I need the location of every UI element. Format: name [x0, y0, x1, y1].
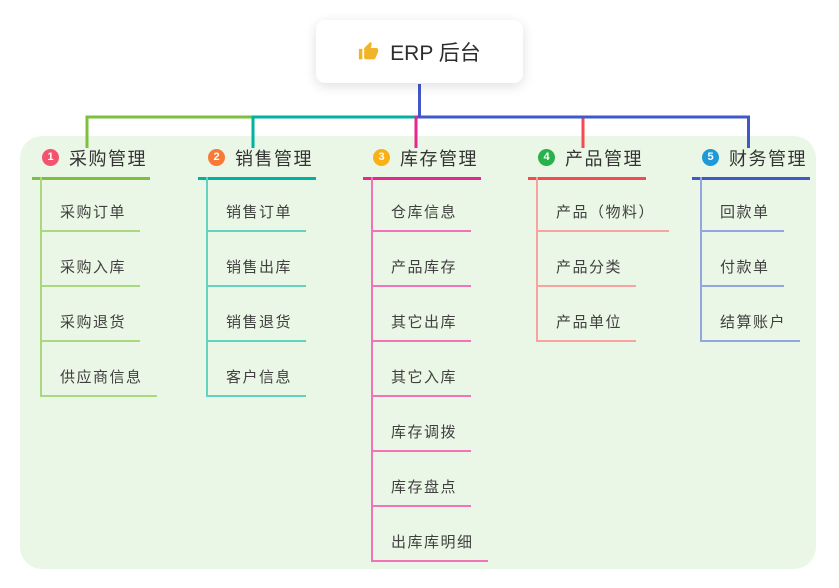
child-node[interactable]: 付款单: [702, 232, 784, 287]
branch-children-3: 仓库信息产品库存其它出库其它入库库存调拨库存盘点出库库明细: [371, 177, 488, 562]
branch-node-1[interactable]: 1 采购管理: [32, 147, 150, 180]
branch-children-4: 产品（物料）产品分类产品单位: [536, 177, 670, 342]
child-node[interactable]: 采购订单: [42, 177, 141, 232]
child-node[interactable]: 回款单: [702, 177, 784, 232]
child-node[interactable]: 产品单位: [538, 287, 637, 342]
branch-title: 财务管理: [729, 148, 807, 169]
root-node-erp[interactable]: ERP 后台: [316, 20, 523, 83]
child-node[interactable]: 客户信息: [208, 342, 307, 397]
branch-number-badge: 1: [42, 149, 59, 166]
child-node[interactable]: 产品（物料）: [538, 177, 670, 232]
child-node[interactable]: 仓库信息: [373, 177, 472, 232]
branch-node-5[interactable]: 5 财务管理: [692, 147, 810, 180]
child-node[interactable]: 结算账户: [702, 287, 801, 342]
child-node[interactable]: 销售订单: [208, 177, 307, 232]
branch-number-badge: 5: [702, 149, 719, 166]
branch-title: 库存管理: [400, 148, 478, 169]
branch-children-1: 采购订单采购入库采购退货供应商信息: [40, 177, 157, 397]
branches-background-panel: [20, 136, 816, 569]
branch-title: 采购管理: [69, 148, 147, 169]
branch-node-2[interactable]: 2 销售管理: [198, 147, 316, 180]
child-node[interactable]: 其它出库: [373, 287, 472, 342]
branch-title: 产品管理: [565, 148, 643, 169]
child-node[interactable]: 产品库存: [373, 232, 472, 287]
branch-node-4[interactable]: 4 产品管理: [528, 147, 646, 180]
root-title: ERP 后台: [390, 41, 481, 65]
child-node[interactable]: 库存调拨: [373, 397, 472, 452]
child-node[interactable]: 销售退货: [208, 287, 307, 342]
child-node[interactable]: 供应商信息: [42, 342, 157, 397]
branch-children-5: 回款单付款单结算账户: [700, 177, 801, 342]
branch-children-2: 销售订单销售出库销售退货客户信息: [206, 177, 307, 397]
child-node[interactable]: 其它入库: [373, 342, 472, 397]
branch-number-badge: 2: [208, 149, 225, 166]
branch-number-badge: 4: [538, 149, 555, 166]
child-node[interactable]: 采购入库: [42, 232, 141, 287]
child-node[interactable]: 采购退货: [42, 287, 141, 342]
child-node[interactable]: 库存盘点: [373, 452, 472, 507]
thumbs-up-icon: [358, 41, 379, 62]
branch-node-3[interactable]: 3 库存管理: [363, 147, 481, 180]
branch-title: 销售管理: [235, 148, 313, 169]
child-node[interactable]: 销售出库: [208, 232, 307, 287]
child-node[interactable]: 产品分类: [538, 232, 637, 287]
branch-number-badge: 3: [373, 149, 390, 166]
child-node[interactable]: 出库库明细: [373, 507, 488, 562]
